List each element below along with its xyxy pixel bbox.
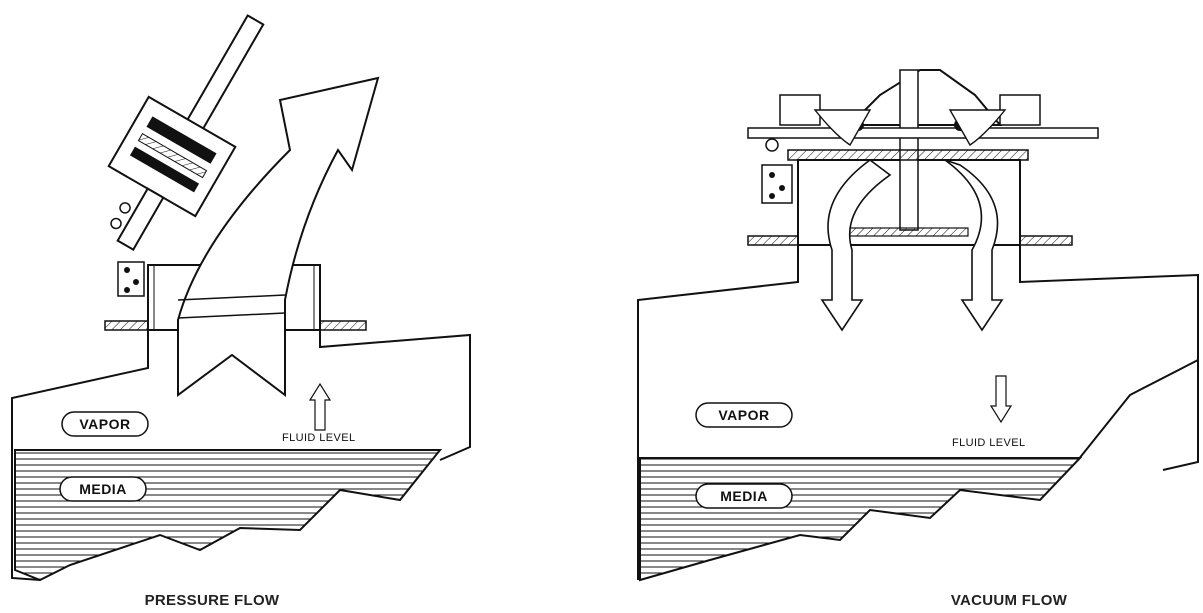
pressure-flow-caption: PRESSURE FLOW <box>144 592 280 609</box>
vacuum-flow-diagram: VAPOR MEDIA FLUID LEVEL VACUUM FLOW <box>600 0 1203 613</box>
vapor-label: VAPOR <box>718 407 770 423</box>
media-pill <box>695 483 793 509</box>
flange-right <box>319 320 367 331</box>
flange-left <box>747 235 799 246</box>
vacuum-flow-arrow-left <box>820 159 892 332</box>
vapor-pill <box>61 411 149 437</box>
vacuum-flow-caption: VACUUM FLOW <box>950 592 1068 609</box>
pressure-flow-diagram: VAPOR MEDIA FLUID LEVEL PRESSURE FLOW <box>0 0 600 613</box>
tank-slope <box>1077 359 1199 461</box>
pressure-flow-arrow <box>177 76 380 398</box>
flange-left <box>104 320 149 331</box>
media-pill <box>59 476 147 502</box>
media-label: MEDIA <box>79 481 127 497</box>
tank-outline <box>11 330 149 581</box>
tank-right-wall <box>1019 245 1199 471</box>
flange-right <box>1019 235 1073 246</box>
vapor-label: VAPOR <box>79 416 131 432</box>
media-label: MEDIA <box>720 488 768 504</box>
vacuum-vent-valve <box>747 69 1099 237</box>
fluid-level-up-arrow <box>308 382 332 431</box>
hinge-bracket <box>761 164 793 204</box>
fluid-level-label: FLUID LEVEL <box>952 437 1026 449</box>
media-region <box>14 449 443 582</box>
fluid-level-down-arrow <box>989 375 1013 424</box>
pressure-flow-drawing <box>11 14 471 582</box>
pressure-vent-valve <box>107 14 265 251</box>
vapor-pill <box>695 402 793 428</box>
vacuum-flow-arrow-right <box>944 159 1004 332</box>
vacuum-flow-drawing <box>637 69 1199 582</box>
tank-right-wall <box>319 330 471 461</box>
tank-outline <box>637 245 799 580</box>
media-region <box>639 457 1083 582</box>
fluid-level-label: FLUID LEVEL <box>282 432 356 444</box>
hinge-bracket <box>117 261 145 297</box>
